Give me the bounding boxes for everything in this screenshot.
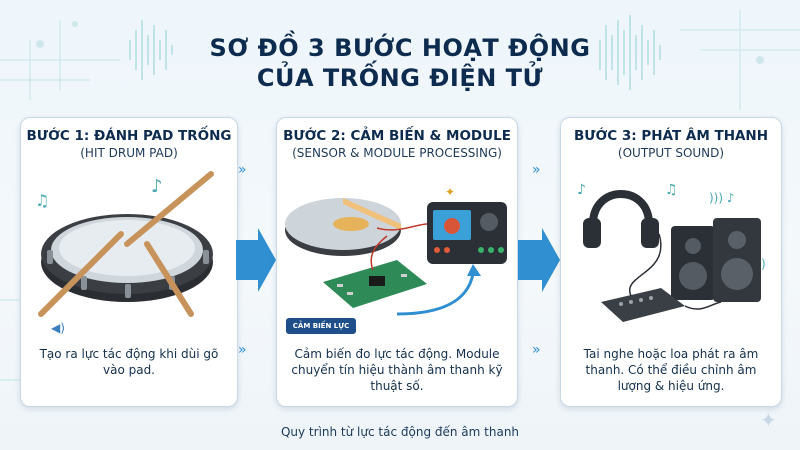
step-2-subheading: (SENSOR & MODULE PROCESSING) bbox=[292, 146, 502, 160]
step-2-description: Cảm biến đo lực tác động. Module chuyển … bbox=[291, 347, 503, 393]
page-title-line-2: CỦA TRỐNG ĐIỆN TỬ bbox=[256, 64, 544, 92]
step-1-subheading: (HIT DRUM PAD) bbox=[80, 146, 178, 160]
step-1-card: BƯỚC 1: ĐÁNH PAD TRỐNG (HIT DRUM PAD) ♪ … bbox=[20, 117, 238, 407]
step-3-subheading: (OUTPUT SOUND) bbox=[617, 146, 725, 160]
step-1-description: Tạo ra lực tác động khi dùi gõ vào pad. bbox=[39, 347, 219, 377]
step-2-card: BƯỚC 2: CẢM BIẾN & MODULE (SENSOR & MODU… bbox=[276, 117, 518, 407]
double-chevron-icon: » bbox=[238, 342, 247, 358]
sensor-label-badge: CẢM BIẾN LỰC bbox=[286, 318, 356, 334]
music-note-icon: ♫ bbox=[35, 191, 49, 210]
drumsticks-icon bbox=[38, 171, 214, 317]
sensor-module-illustration: ✦ bbox=[285, 185, 507, 316]
music-note-icon: ♪ bbox=[151, 176, 163, 197]
sound-wave-right bbox=[599, 15, 661, 90]
sparkle-icon: ✦ bbox=[760, 408, 777, 432]
speakers-icon bbox=[671, 218, 761, 302]
sound-wave-icon: ))) ♪ bbox=[709, 191, 735, 205]
drum-pad-illustration: ♪ ♫ ◀) bbox=[35, 171, 214, 335]
sound-wave-left bbox=[129, 20, 173, 80]
step-1-heading: BƯỚC 1: ĐÁNH PAD TRỐNG bbox=[26, 128, 232, 144]
step-3-card: BƯỚC 3: PHÁT ÂM THANH (OUTPUT SOUND) ♪ ♫… bbox=[560, 117, 782, 407]
drum-module-icon bbox=[427, 202, 507, 264]
spark-icon: ✦ bbox=[445, 185, 455, 199]
headphones-icon bbox=[583, 190, 659, 248]
speaker-wave-icon: ◀) bbox=[51, 321, 65, 335]
sound-wave-icon: ) bbox=[761, 257, 766, 271]
footer-caption: Quy trình từ lực tác động đến âm thanh bbox=[280, 425, 520, 439]
step-2-heading: BƯỚC 2: CẢM BIẾN & MODULE bbox=[283, 128, 511, 144]
step-3-description: Tai nghe hoặc loa phát ra âm thanh. Có t… bbox=[583, 347, 759, 393]
double-chevron-icon: » bbox=[238, 162, 247, 178]
music-note-icon: ♪ bbox=[577, 182, 586, 198]
arrow-step-1-to-2: » » bbox=[236, 162, 276, 358]
step-3-heading: BƯỚC 3: PHÁT ÂM THANH bbox=[573, 128, 769, 144]
music-note-icon: ♫ bbox=[665, 182, 678, 198]
sensor-pad-icon bbox=[285, 198, 401, 256]
double-chevron-icon: » bbox=[532, 342, 541, 358]
output-sound-illustration: ♪ ♫ ))) ♪ ) bbox=[577, 182, 766, 322]
arrow-step-2-to-3: » » bbox=[518, 162, 560, 358]
double-chevron-icon: » bbox=[532, 162, 541, 178]
circuit-board-icon bbox=[323, 260, 427, 308]
mixer-icon bbox=[601, 288, 685, 322]
page-title-line-1: SƠ ĐỒ 3 BƯỚC HOẠT ĐỘNG bbox=[209, 34, 591, 62]
